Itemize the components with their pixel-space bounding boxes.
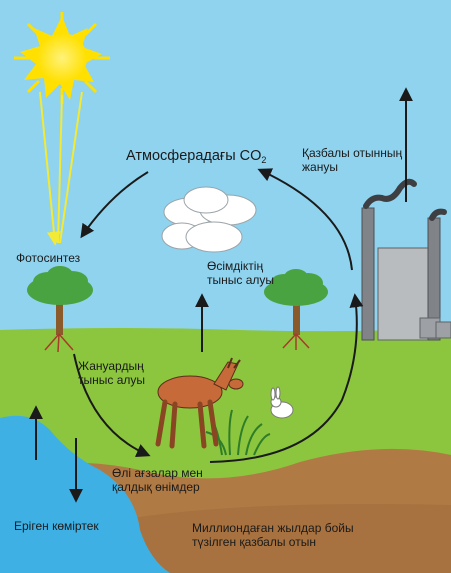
- photosynthesis-label: Фотосинтез: [16, 251, 81, 265]
- cloud-icon: [161, 186, 257, 253]
- factory-icon: [361, 178, 451, 341]
- animal-respiration-label: Жануардың тыныс алуы: [78, 359, 146, 387]
- deer-icon: [155, 357, 244, 449]
- dead-organisms-label: Өлі ағзалар мен қалдық өнімдер: [112, 466, 203, 494]
- water: [0, 415, 170, 573]
- tree-right-icon: [264, 269, 328, 350]
- tree-left-icon: [27, 266, 93, 353]
- fossil-fuel-burning-label: Қазбалы отынның жануы: [302, 146, 403, 174]
- rabbit-icon: [270, 386, 294, 419]
- sunlight-rays: [39, 91, 83, 246]
- sun-icon: [14, 12, 110, 104]
- arrow-to-atmosphere: [257, 168, 353, 271]
- cycle-arrows: [29, 87, 413, 503]
- soil-shade: [110, 504, 451, 573]
- plant-respiration-label: Өсімдіктің тыныс алуы: [207, 259, 275, 287]
- arrow-atmosphere-to-photosynthesis: [80, 171, 149, 239]
- arrow-dead-to-atmosphere: [209, 293, 364, 463]
- arrow-plant-to-animal: [73, 353, 151, 457]
- dissolved-carbon-label: Еріген көміртек: [14, 519, 99, 533]
- fossil-fuels-label: Миллиондаған жылдар бойы түзілген қазбал…: [192, 521, 354, 549]
- atmosphere-co2-label: Атмосферадағы CO2: [126, 148, 267, 165]
